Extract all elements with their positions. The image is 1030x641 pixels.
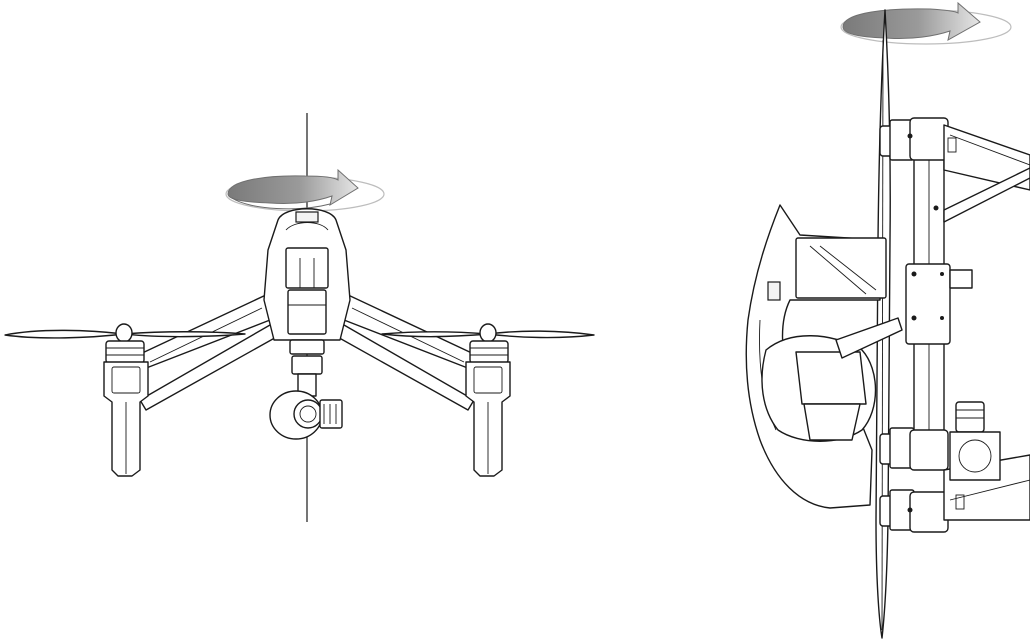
lower-motor [879, 427, 949, 533]
right-landing-gear [465, 361, 511, 477]
side-rotation-arrow-icon [840, 1, 1012, 45]
right-motor [469, 340, 509, 364]
middle-clamp [905, 263, 973, 345]
left-propeller [4, 323, 246, 343]
front-view [4, 113, 595, 522]
gimbal-camera [269, 355, 343, 440]
left-motor [105, 340, 145, 364]
side-gimbal-camera [949, 401, 1001, 481]
side-view [745, 1, 1030, 639]
side-body-shell [745, 204, 903, 509]
upper-right-arm [943, 124, 1030, 223]
front-body [263, 208, 351, 355]
rotation-arrow-icon [225, 168, 385, 212]
left-landing-gear [103, 361, 149, 477]
right-propeller [381, 323, 595, 343]
